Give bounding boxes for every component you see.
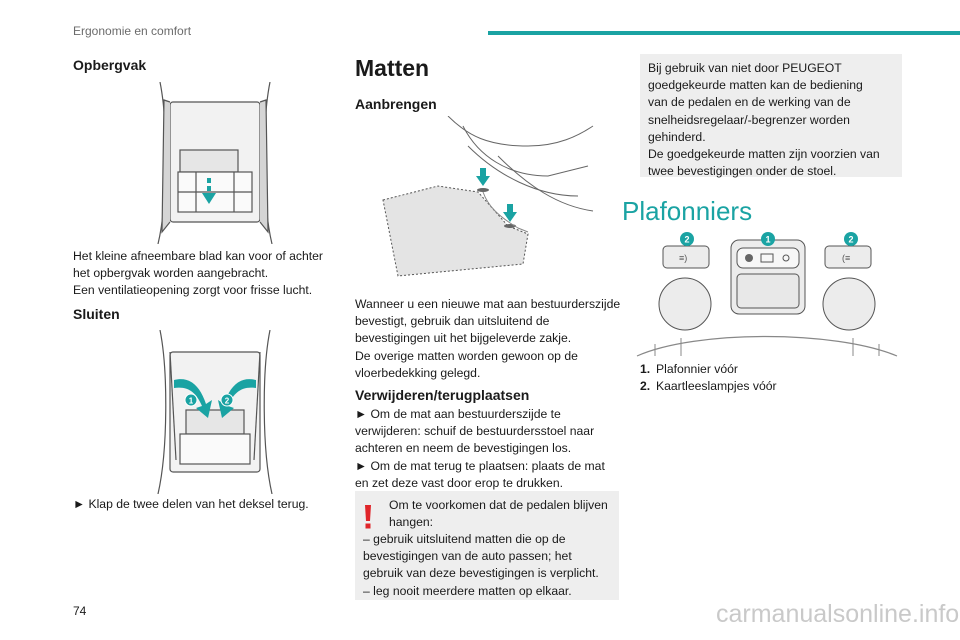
note-text: Bij gebruik van niet door PEUGEOT goedge…	[648, 60, 880, 180]
text-line: en zet deze vast door erop te drukken.	[355, 475, 563, 490]
verwijderen-text: ► Om de mat aan bestuurderszijde te verw…	[355, 406, 605, 492]
text-line: Een ventilatieopening zorgt voor frisse …	[73, 283, 313, 298]
verwijderen-title: Verwijderen/terugplaatsen	[355, 387, 530, 403]
text-line: gebruik van deze bevestigingen is verpli…	[363, 566, 599, 581]
list-label: Kaartleeslampjes vóór	[656, 379, 777, 394]
text-line: twee bevestigingen onder de stoel.	[648, 164, 837, 179]
text-line: Het kleine afneembare blad kan voor of a…	[73, 249, 323, 263]
text-line: achteren en neem de bevestigingen los.	[355, 441, 572, 456]
text-line: goedgekeurde matten kan de bediening	[648, 78, 863, 93]
exclamation-icon	[365, 505, 371, 529]
warning-text-head: Om te voorkomen dat de pedalen blijven h…	[389, 497, 608, 531]
header-accent-bar	[488, 31, 960, 35]
note-box	[640, 54, 902, 177]
plafonniers-list: 1. Plafonnier vóór 2. Kaartleeslampjes vóó…	[640, 361, 777, 395]
floor-mat-figure	[382, 116, 594, 277]
watermark: carmanualsonline.info	[716, 600, 960, 628]
figure-label-2: 2	[848, 235, 853, 245]
figure-label-1: 1	[189, 397, 194, 406]
text-line: ► Om de mat terug te plaatsen: plaats de…	[355, 458, 605, 473]
text-line: van de pedalen en de werking van de	[648, 95, 851, 110]
text-line: Wanneer u een nieuwe mat aan bestuurders…	[355, 297, 621, 311]
text-line: verwijderen: schuif de bestuurdersstoel …	[355, 424, 595, 439]
text-line: hangen:	[389, 515, 434, 530]
opbergvak-text: Het kleine afneembare blad kan voor of a…	[73, 248, 323, 300]
sluiten-title: Sluiten	[73, 306, 120, 322]
text-line: ► Klap de twee delen van het deksel teru…	[73, 497, 309, 511]
list-item: 1. Plafonnier vóór	[640, 361, 777, 378]
list-number: 2.	[640, 379, 651, 394]
text-line: De overige matten worden gewoon op de	[355, 348, 578, 363]
list-number: 1.	[640, 362, 651, 376]
svg-text:≡): ≡)	[679, 253, 687, 263]
aanbrengen-title: Aanbrengen	[355, 96, 437, 112]
section-header: Ergonomie en comfort	[73, 24, 192, 38]
text-line: het opbergvak worden aangebracht.	[73, 266, 269, 281]
matten-title: Matten	[355, 55, 430, 81]
figure-label-2: 2	[684, 235, 689, 245]
plafonniers-title: Plafonniers	[622, 196, 753, 226]
lid-closing-figure: 1 2	[157, 330, 273, 494]
page-number: 74	[73, 604, 87, 618]
text-line: – gebruik uitsluitend matten die op de	[363, 532, 566, 546]
storage-compartment-figure	[157, 82, 273, 244]
warning-text-body: – gebruik uitsluitend matten die op de b…	[363, 531, 599, 600]
aanbrengen-text: Wanneer u een nieuwe mat aan bestuurders…	[355, 296, 620, 382]
sluiten-step: ► Klap de twee delen van het deksel teru…	[73, 496, 309, 513]
text-line: bevestigingen uit het bijgeleverde zakje…	[355, 331, 572, 346]
list-item: 2. Kaartleeslampjes vóór	[640, 378, 777, 395]
ceiling-lights-figure: ≡) (≡ 2 1 2	[636, 232, 898, 357]
text-line: vloerbedekking gelegd.	[355, 365, 481, 380]
text-line: ► Om de mat aan bestuurderszijde te	[355, 407, 561, 421]
text-line: bevestigt, gebruik dan uitsluitend de	[355, 314, 550, 329]
opbergvak-title: Opbergvak	[73, 57, 147, 73]
figure-label-2: 2	[225, 397, 230, 406]
text-line: Bij gebruik van niet door PEUGEOT	[648, 61, 842, 75]
text-line: – leg nooit meerdere matten op elkaar.	[363, 583, 572, 598]
text-line: snelheidsregelaar/-begrenzer worden	[648, 112, 850, 127]
text-line: gehinderd.	[648, 129, 706, 144]
warning-box	[355, 491, 619, 600]
svg-text:(≡: (≡	[842, 253, 850, 263]
figure-label-1: 1	[765, 235, 770, 245]
text-line: De goedgekeurde matten zijn voorzien van	[648, 147, 880, 162]
text-line: bevestigingen van de auto passen; het	[363, 549, 572, 564]
list-label: Plafonnier vóór	[656, 362, 738, 376]
text-line: Om te voorkomen dat de pedalen blijven	[389, 498, 608, 512]
